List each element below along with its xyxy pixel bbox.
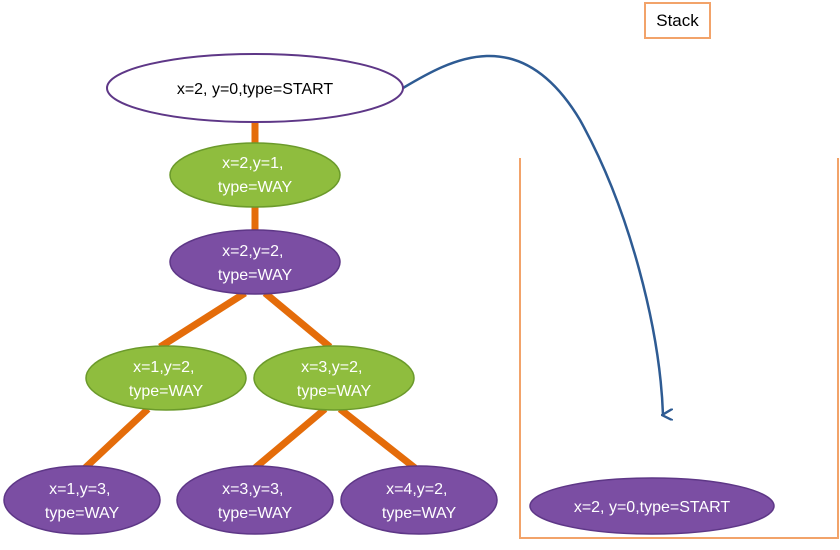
stack-label-text: Stack xyxy=(656,11,699,30)
edge-n3-n5 xyxy=(82,406,151,471)
stack-item-line-1: x=2, y=0,type=START xyxy=(574,499,731,516)
node-n5-line-2: type=WAY xyxy=(45,505,120,522)
node-n2: x=2,y=2, type=WAY xyxy=(169,229,341,295)
node-n5: x=1,y=3, type=WAY xyxy=(3,465,161,535)
node-n5-label: x=1,y=3, type=WAY xyxy=(45,481,120,522)
stack-container xyxy=(519,158,839,539)
edge-n2-n3 xyxy=(158,290,247,350)
node-start-line-1: x=2, y=0,type=START xyxy=(177,81,334,98)
node-n7: x=4,y=2, type=WAY xyxy=(340,465,498,535)
edge-n4-n6 xyxy=(252,406,328,471)
node-n1: x=2,y=1, type=WAY xyxy=(169,142,341,208)
node-n2-label: x=2,y=2, type=WAY xyxy=(218,243,293,284)
node-n3-label: x=1,y=2, type=WAY xyxy=(129,359,204,400)
node-n6-label: x=3,y=3, type=WAY xyxy=(218,481,293,522)
node-n4: x=3,y=2, type=WAY xyxy=(253,345,415,411)
edge-n2-n4 xyxy=(262,290,333,350)
push-arrow xyxy=(402,54,663,415)
node-n4-line-1: x=3,y=2, xyxy=(301,359,362,376)
node-n6-line-2: type=WAY xyxy=(218,505,293,522)
node-n1-line-2: type=WAY xyxy=(218,179,293,196)
node-n6-line-1: x=3,y=3, xyxy=(222,481,283,498)
node-n5-line-1: x=1,y=3, xyxy=(49,481,110,498)
node-start-label: x=2, y=0,type=START xyxy=(177,81,334,98)
node-n3-line-1: x=1,y=2, xyxy=(133,359,194,376)
node-n4-label: x=3,y=2, type=WAY xyxy=(297,359,372,400)
node-n1-line-1: x=2,y=1, xyxy=(222,155,283,172)
node-n3-line-2: type=WAY xyxy=(129,383,204,400)
node-n7-label: x=4,y=2, type=WAY xyxy=(382,481,457,522)
node-n7-line-2: type=WAY xyxy=(382,505,457,522)
node-n2-line-1: x=2,y=2, xyxy=(222,243,283,260)
stack-item: x=2, y=0,type=START xyxy=(529,477,775,535)
node-start: x=2, y=0,type=START xyxy=(106,53,404,123)
stack-item-label: x=2, y=0,type=START xyxy=(574,499,731,516)
edge-n4-n7 xyxy=(337,406,418,471)
node-n2-line-2: type=WAY xyxy=(218,267,293,284)
node-n3: x=1,y=2, type=WAY xyxy=(85,345,247,411)
node-n1-label: x=2,y=1, type=WAY xyxy=(218,155,293,196)
tree-edges xyxy=(82,118,418,471)
stack-label: Stack xyxy=(644,2,711,39)
node-n4-line-2: type=WAY xyxy=(297,383,372,400)
node-n6: x=3,y=3, type=WAY xyxy=(176,465,334,535)
node-n7-line-1: x=4,y=2, xyxy=(386,481,447,498)
